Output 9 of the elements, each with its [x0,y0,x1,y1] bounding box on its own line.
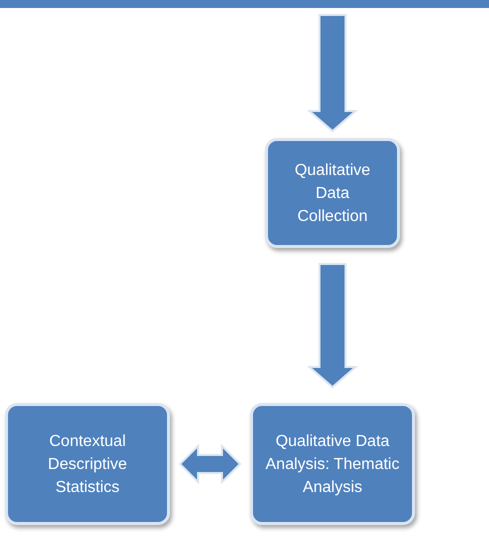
block-arrow [306,14,358,132]
box-label: Contextual Descriptive Statistics [46,432,128,498]
box-label: Qualitative Data Collection [294,160,372,226]
block-arrow [178,444,242,484]
process-box [250,403,415,525]
box-label: Qualitative Data Analysis: Thematic Analysis [265,432,400,498]
process-box [265,138,400,248]
process-box [5,403,170,525]
block-arrow [306,263,358,388]
